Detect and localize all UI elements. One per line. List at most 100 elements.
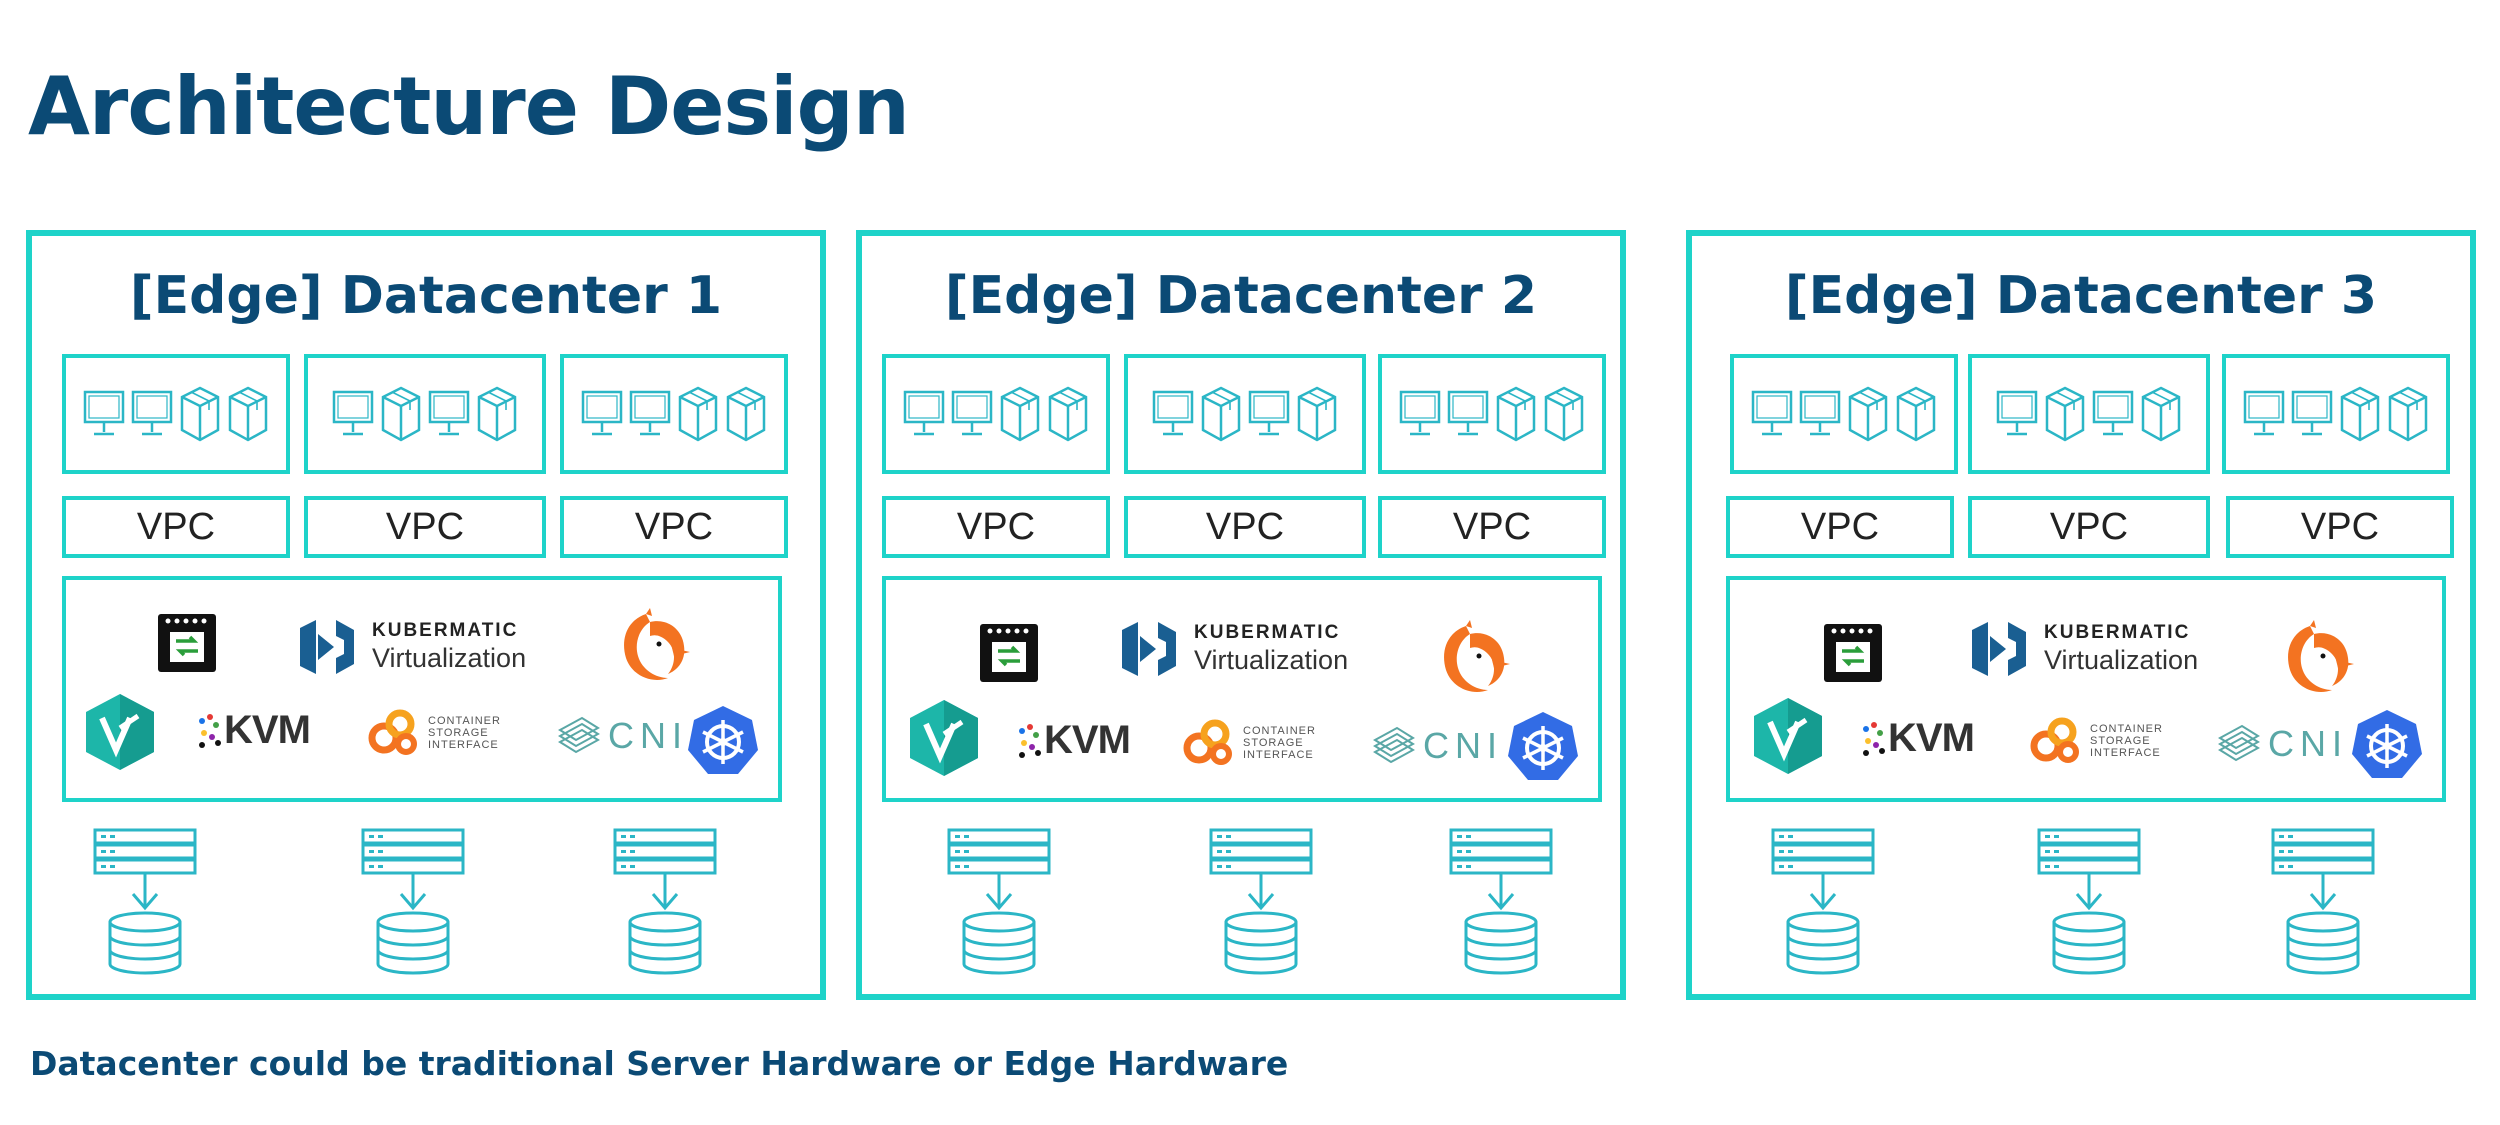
orange-bird-logo (624, 608, 690, 680)
monitor-icon (1399, 390, 1441, 436)
vertex-hexagon-logo (910, 700, 978, 776)
monitor-icon (1996, 390, 2038, 436)
box-icon (1848, 386, 1888, 442)
storage-node (358, 828, 468, 978)
storage-node-icon (1209, 828, 1313, 975)
vpc-box: VPC (1726, 496, 1954, 558)
orange-bird-logo (1444, 620, 1510, 692)
page-title: Architecture Design (28, 60, 910, 153)
datacenter-title: [Edge] Datacenter 2 (944, 266, 1538, 326)
storage-node (1768, 828, 1878, 978)
vm-container-group (304, 354, 546, 474)
database-icon (376, 911, 450, 975)
orange-bird-logo (1436, 620, 1514, 700)
kubevirt-console-icon (980, 624, 1038, 682)
virtualization-label: Virtualization (2044, 645, 2199, 675)
orange-bird-logo (2288, 620, 2354, 692)
kvm-dots-icon (199, 713, 221, 748)
arrow-down-icon (651, 873, 679, 911)
storage-node-icon (2037, 828, 2141, 975)
box-icon (1544, 386, 1584, 442)
kvm-label: KVM (224, 708, 311, 752)
virtualization-label: Virtualization (1194, 645, 1349, 675)
storage-node-icon (947, 828, 1051, 975)
cni-logo-icon (558, 716, 600, 754)
storage-node-icon (361, 828, 465, 975)
storage-node (2034, 828, 2144, 978)
box-icon (2141, 386, 2181, 442)
monitor-icon (1248, 390, 1290, 436)
database-icon (628, 911, 702, 975)
box-icon (477, 386, 517, 442)
kubermatic-mark-icon (1122, 622, 1176, 676)
kubevirt-console-logo (156, 612, 218, 674)
cni-logo: CNI (2216, 722, 2348, 766)
kubernetes-helm-icon (2352, 710, 2422, 778)
vm-container-group (1124, 354, 1366, 474)
vpc-box: VPC (1968, 496, 2210, 558)
box-icon (1048, 386, 1088, 442)
kubernetes-helm-icon (1508, 712, 1578, 780)
storage-node-icon (2271, 828, 2375, 975)
vm-container-group (2222, 354, 2450, 474)
kvm-dots-icon (1863, 721, 1885, 756)
csi-logo-icon (368, 709, 417, 755)
server-icon (947, 828, 1051, 875)
server-icon (2271, 828, 2375, 875)
vertex-hexagon-logo (86, 694, 154, 770)
kvm-logo: KVM (1860, 716, 1975, 761)
vpc-box: VPC (1124, 496, 1366, 558)
box-icon (2045, 386, 2085, 442)
storage-node-icon (613, 828, 717, 975)
box-icon (180, 386, 220, 442)
kubevirt-console-icon (158, 614, 216, 672)
arrow-down-icon (399, 873, 427, 911)
kubevirt-console-logo (1822, 622, 1884, 684)
cni-logo-icon (1373, 726, 1415, 764)
monitor-icon (951, 390, 993, 436)
monitor-icon (581, 390, 623, 436)
kubernetes-helm-icon (688, 706, 758, 774)
server-icon (1209, 828, 1313, 875)
storage-node (1206, 828, 1316, 978)
box-icon (1297, 386, 1337, 442)
monitor-icon (131, 390, 173, 436)
arrow-down-icon (1809, 873, 1837, 911)
cni-label: CNI (2268, 723, 2348, 764)
arrow-down-icon (985, 873, 1013, 911)
kubermatic-label: KUBERMATIC (2044, 622, 2191, 643)
monitor-icon (1152, 390, 1194, 436)
kvm-label: KVM (1888, 716, 1975, 760)
datacenter-title: [Edge] Datacenter 1 (129, 266, 723, 326)
cni-label: CNI (608, 715, 688, 756)
arrow-down-icon (2309, 873, 2337, 911)
database-icon (108, 911, 182, 975)
database-icon (962, 911, 1036, 975)
vm-container-group (1730, 354, 1958, 474)
box-icon (381, 386, 421, 442)
database-icon (1786, 911, 1860, 975)
vertex-hexagon-logo (1754, 698, 1822, 774)
csi-logo-icon (1183, 719, 1232, 765)
box-icon (1201, 386, 1241, 442)
storage-node (944, 828, 1054, 978)
virtualization-label: Virtualization (372, 643, 527, 673)
vm-container-group (1378, 354, 1606, 474)
monitor-icon (1751, 390, 1793, 436)
box-icon (228, 386, 268, 442)
kubevirt-console-icon (1824, 624, 1882, 682)
datacenter-title: [Edge] Datacenter 3 (1784, 266, 2378, 326)
cni-logo-icon (2218, 724, 2260, 762)
server-icon (1449, 828, 1553, 875)
server-icon (613, 828, 717, 875)
monitor-icon (428, 390, 470, 436)
box-icon (2340, 386, 2380, 442)
box-icon (1896, 386, 1936, 442)
database-icon (2052, 911, 2126, 975)
storage-node-icon (93, 828, 197, 975)
